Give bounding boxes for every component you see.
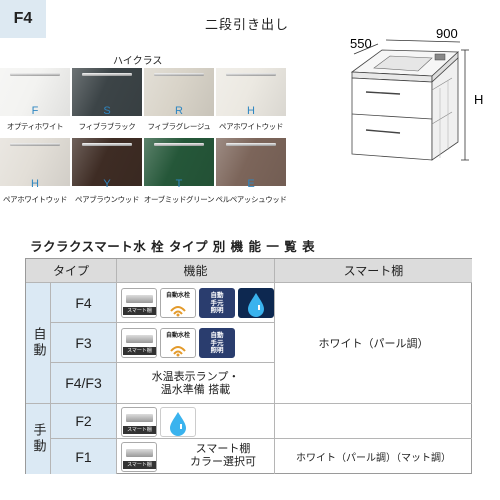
swatch-name: ペアブラウンウッド [75,195,139,204]
drawer-handle [81,143,133,146]
group-auto: 自動 [26,283,51,404]
swatch-pair-whitewood[interactable] [216,68,286,116]
swatch-name: フィブラグレージュ [147,122,211,131]
smart-shelf-icon: スマート棚 [121,442,157,472]
water-drop-svg [248,293,264,317]
sensor-wave-icon [170,306,186,317]
auto-faucet-icon-text: 自動水栓 [165,332,190,339]
sensor-wave-icon [170,346,186,357]
water-drop-icon [160,407,196,437]
smart-shelf-icon: スマート棚 [121,407,157,437]
drawer-handle [81,73,133,76]
drawer-handle [225,143,277,146]
model-badge: F4 [0,0,46,38]
drawer-handle [153,143,205,146]
f4-f3-note-line2: 温水準備 搭載 [160,383,231,396]
swatch-letter: T [175,178,183,190]
water-drop-icon [238,288,274,318]
auto-faucet-icon: 自動水栓 [160,328,196,358]
model-f4: F4 [51,283,117,323]
swatch-optiwhite[interactable] [0,68,70,116]
swatch-letter: S [103,105,111,117]
hand-light-icon: 自動 手元 照明 [199,288,235,318]
f3-function-cell [117,323,275,363]
swatch-letter: F [31,105,39,117]
drawer-handle [9,73,61,76]
shelf-manual-color: ホワイト（パール調）（マット調） [296,453,451,464]
smart-shelf-icon: スマート棚 [121,288,157,318]
swatch-letter: R [175,105,183,117]
drawer-type-title: 二段引き出し [205,18,290,33]
hand-light-icon-text: 自動 手元 照明 [200,331,234,355]
drawer-handle [225,73,277,76]
hand-light-icon-text: 自動 手元 照明 [200,291,234,315]
swatch-orb-midgreen[interactable] [144,138,214,186]
hand-light-line2: 手元 [210,338,224,347]
swatch-name: ペアホワイトウッド [219,122,283,131]
f2-shelf-cell [275,404,472,439]
swatch-fibra-greige[interactable] [144,68,214,116]
smart-shelf-icon-text: スマート棚 [123,307,156,315]
f4-f3-note-line1: 水温表示ランプ・ [151,370,240,383]
drawer-handle [9,143,61,146]
smart-shelf-icon-text: スマート棚 [123,461,156,469]
swatch-pair-whitewood-2[interactable] [0,138,70,186]
shelf-auto-color: ホワイト（パール調） [275,283,472,404]
auto-faucet-icon: 自動水栓 [160,288,196,318]
swatch-letter: H [31,178,39,190]
smart-shelf-icon: スマート棚 [121,328,157,358]
model-f2: F2 [51,404,117,439]
header-function: 機能 [117,259,275,283]
swatch-name: オプティホワイト [6,122,64,131]
smart-shelf-icon-text: スマート棚 [123,347,156,355]
swatch-fibra-black[interactable] [72,68,142,116]
drawer-handle [153,73,205,76]
width-label: 900 [436,26,458,41]
hand-light-line2: 手元 [210,298,224,307]
hand-light-line1: 自動 [210,291,224,299]
vanity-dimension-drawing: 550 900 H [340,20,500,170]
swatch-letter: E [247,178,255,190]
swatch-letter: Y [103,178,111,190]
function-table-title: ラクラクスマート水 栓 タイプ 別 機 能 一 覧 表 [30,239,316,254]
swatch-name: ペルペアッシュウッド [215,195,287,204]
swatch-pair-ashwood[interactable] [216,138,286,186]
hand-light-line3: 照明 [210,346,224,354]
f4-f3-function-note: 水温表示ランプ・ 温水準備 搭載 [117,363,275,404]
model-f1: F1 [51,439,117,474]
vanity-cabinet-icon: 550 900 H [350,26,483,161]
f1-function-cell [117,439,275,474]
swatch-name: オーブミッドグリーン [143,195,215,204]
header-type: タイプ [26,259,117,283]
swatch-pair-brownwood[interactable] [72,138,142,186]
f1-note-line1: スマート棚 [195,442,251,455]
swatch-name: ペアホワイトウッド [3,195,67,204]
auto-faucet-icon-text: 自動水栓 [165,292,190,299]
f1-note: スマート棚 カラー選択可 [178,442,268,468]
group-manual: 手動 [26,404,51,474]
swatch-name: フィブラブラック [78,122,136,131]
hand-light-icon: 自動 手元 照明 [199,328,235,358]
f2-function-cell [117,404,275,439]
function-table: タイプ 機能 スマート棚 自動 手動 F4 F3 F4/F3 水温表示ランプ・ … [25,258,472,474]
f1-note-line2: カラー選択可 [190,455,256,468]
grade-label: ハイクラス [113,56,163,67]
depth-label: 550 [350,36,372,51]
model-f3: F3 [51,323,117,363]
f4-function-cell [117,283,275,323]
swatch-letter: H [247,105,255,117]
hand-light-line1: 自動 [210,331,224,339]
header-smart-shelf: スマート棚 [275,259,472,283]
model-f4-f3: F4/F3 [51,363,117,404]
hand-light-line3: 照明 [210,306,224,314]
height-label: H [474,92,483,107]
water-drop-svg [170,412,186,436]
smart-shelf-icon-text: スマート棚 [123,426,156,434]
